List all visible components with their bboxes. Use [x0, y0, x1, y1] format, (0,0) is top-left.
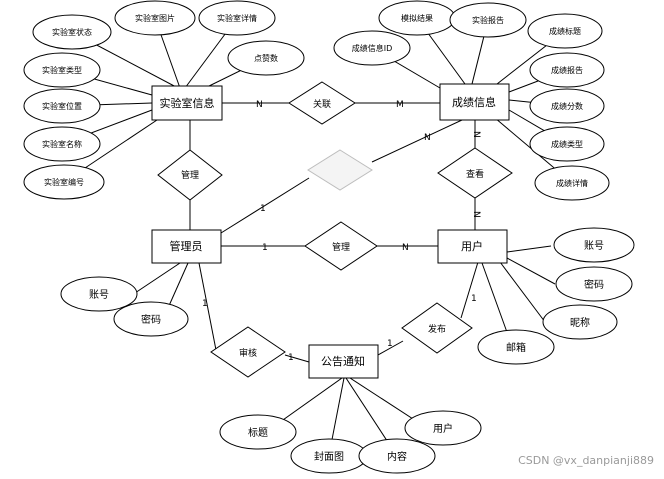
card-notice-publish: 1 [288, 353, 294, 363]
relationship-view: 查看 [437, 147, 513, 199]
attr-lab-likes: 点赞数 [227, 40, 305, 76]
attributes-score: 模拟结果 实验报告 成绩标题 成绩信息ID 成绩报告 成绩分数 成绩类型 成绩详… [333, 0, 610, 201]
svg-text:实验室位置: 实验室位置 [42, 101, 82, 111]
attr-score-detail: 成绩详情 [534, 165, 610, 201]
watermark: CSDN @vx_danpianji889 [518, 454, 654, 467]
entity-user: 用户 [437, 229, 508, 264]
attr-score-id: 成绩信息ID [333, 30, 411, 66]
svg-text:实验室编号: 实验室编号 [44, 177, 84, 187]
card-admin-dashed: 1 [260, 204, 266, 214]
svg-text:实验室详情: 实验室详情 [217, 13, 257, 23]
card-score-assoc: M [396, 100, 404, 110]
attr-admin-account: 账号 [60, 276, 138, 312]
card-score-dashed: N [424, 133, 431, 143]
attr-score-lab-report: 实验报告 [449, 2, 527, 38]
svg-text:实验室名称: 实验室名称 [42, 139, 82, 149]
entity-notice: 公告通知 [308, 344, 379, 379]
card-score-view: N [471, 131, 481, 138]
svg-text:账号: 账号 [584, 240, 604, 252]
card-user-view: N [471, 211, 481, 218]
relationship-publish-admin: 审核 [210, 326, 286, 378]
svg-text:邮箱: 邮箱 [506, 341, 526, 354]
relationship-manage-user: 管理 [304, 221, 378, 271]
svg-text:实验报告: 实验报告 [472, 15, 504, 25]
svg-text:账号: 账号 [89, 289, 109, 301]
relationship-manage-user-label: 管理 [332, 241, 350, 253]
relationship-publish-admin-label: 审核 [239, 347, 257, 359]
attr-user-nickname: 昵称 [542, 304, 618, 340]
svg-text:内容: 内容 [387, 450, 407, 463]
svg-text:模拟结果: 模拟结果 [401, 13, 433, 23]
svg-text:实验室类型: 实验室类型 [42, 65, 82, 75]
attr-score-title: 成绩标题 [527, 13, 603, 49]
svg-text:标题: 标题 [248, 427, 268, 439]
attr-lab-type: 实验室类型 [23, 52, 101, 88]
attr-lab-image: 实验室图片 [114, 0, 196, 36]
relationship-manage-lab: 管理 [157, 149, 223, 201]
attributes-notice: 标题 封面图 内容 用户 [219, 410, 482, 474]
attr-lab-status: 实验室状态 [32, 14, 112, 50]
attributes-admin: 账号 密码 [60, 276, 189, 337]
attr-user-email: 邮箱 [477, 329, 555, 365]
attr-score-type: 成绩类型 [529, 126, 605, 162]
cardinality-labels: N M N N 1 N 1 N 1 1 1 1 [202, 100, 481, 363]
svg-text:成绩信息ID: 成绩信息ID [352, 43, 393, 53]
attr-notice-title: 标题 [219, 414, 297, 450]
svg-text:成绩报告: 成绩报告 [551, 65, 583, 75]
entity-admin-label: 管理员 [170, 239, 203, 253]
relationship-manage-lab-label: 管理 [181, 169, 199, 181]
attr-user-password: 密码 [555, 266, 633, 302]
attr-admin-password: 密码 [113, 301, 189, 337]
relationship-faded [307, 149, 373, 191]
card-notice-publish-user: 1 [387, 339, 393, 349]
entity-lab-info-label: 实验室信息 [160, 96, 215, 110]
attr-score-sim-result: 模拟结果 [378, 0, 456, 36]
entity-admin: 管理员 [151, 229, 222, 264]
entity-score-info: 成绩信息 [439, 83, 510, 121]
card-admin-publish: 1 [202, 299, 208, 309]
svg-text:成绩标题: 成绩标题 [549, 26, 581, 36]
svg-text:封面图: 封面图 [314, 450, 344, 463]
svg-text:成绩详情: 成绩详情 [556, 178, 588, 188]
attr-lab-id: 实验室编号 [23, 164, 105, 200]
svg-text:成绩分数: 成绩分数 [551, 101, 583, 111]
svg-text:昵称: 昵称 [570, 316, 590, 329]
attributes-user: 账号 密码 昵称 邮箱 [477, 227, 635, 365]
svg-text:用户: 用户 [433, 422, 453, 435]
svg-text:成绩类型: 成绩类型 [551, 139, 583, 149]
entity-score-info-label: 成绩信息 [452, 95, 496, 109]
relationship-publish-user-label: 发布 [428, 323, 446, 335]
attributes-lab: 实验室状态 实验室图片 实验室详情 点赞数 实验室类型 实验室位置 实验室名称 … [23, 0, 305, 200]
card-lab-assoc: N [256, 100, 263, 110]
svg-text:实验室状态: 实验室状态 [52, 27, 92, 37]
relationship-view-label: 查看 [466, 168, 484, 180]
svg-text:密码: 密码 [141, 313, 161, 326]
svg-text:密码: 密码 [584, 278, 604, 291]
attr-score-report: 成绩报告 [529, 52, 605, 88]
svg-text:实验室图片: 实验室图片 [135, 13, 175, 23]
relationship-associate: 关联 [288, 81, 356, 125]
card-user-manage: N [402, 243, 409, 253]
entity-notice-label: 公告通知 [321, 354, 365, 368]
relationship-publish-user: 发布 [401, 302, 473, 354]
attr-lab-detail: 实验室详情 [198, 0, 276, 36]
attr-score-points: 成绩分数 [529, 88, 605, 124]
attr-notice-cover: 封面图 [290, 438, 368, 474]
attr-notice-content: 内容 [358, 438, 436, 474]
svg-text:点赞数: 点赞数 [254, 53, 278, 63]
attr-user-account: 账号 [553, 227, 635, 263]
relationship-associate-label: 关联 [313, 98, 331, 110]
attr-notice-user: 用户 [404, 410, 482, 446]
card-user-publish: 1 [471, 294, 477, 304]
attr-lab-name: 实验室名称 [23, 126, 101, 162]
entity-lab-info: 实验室信息 [151, 85, 223, 121]
attr-lab-location: 实验室位置 [23, 88, 101, 124]
entity-user-label: 用户 [461, 239, 483, 253]
card-admin-manage: 1 [262, 243, 268, 253]
